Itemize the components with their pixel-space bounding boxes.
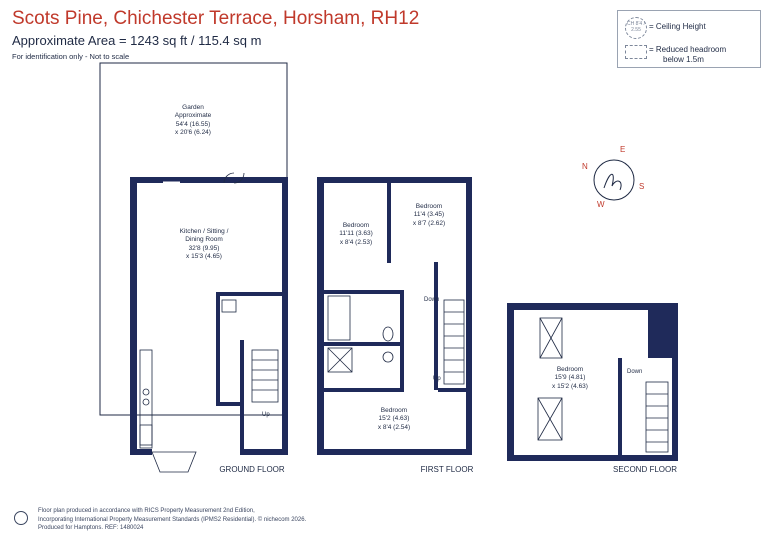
first-floor-walls [317,177,472,455]
page-title: Scots Pine, Chichester Terrace, Horsham,… [12,8,420,29]
first-floor-label: FIRST FLOOR [420,465,474,474]
compass-south: S [639,182,645,191]
garden-label: Garden Approximate 54'4 (16.55) x 20'6 (… [174,104,212,137]
compass-rose [593,159,635,201]
footer-note: Floor plan produced in accordance with R… [38,508,307,532]
compass-north: N [582,162,588,171]
second-floor-details [537,317,669,453]
bedroom-2-label: Bedroom 11'4 (3.45) x 8'7 (2.62) [412,203,446,227]
second-floor-label: SECOND FLOOR [612,465,678,474]
legend: CH 8'4 / 2.55 = Ceiling Height = Reduced… [617,10,761,68]
first-floor-details [327,295,465,385]
bedroom-4-label: Bedroom 15'9 (4.81) x 15'2 (4.63) [552,366,588,390]
ceiling-height-label: = Ceiling Height [649,22,706,31]
stairs-down-second: Down [627,369,643,375]
stairs-up-ground: Up [262,412,270,418]
ceiling-height-icon: CH 8'4 / 2.55 [625,17,647,39]
ground-floor-label: GROUND FLOOR [219,465,285,474]
stairs-down-first: Down [424,297,440,303]
second-floor-walls [507,303,678,461]
approximate-area: Approximate Area = 1243 sq ft / 115.4 sq… [12,33,262,48]
reduced-headroom-icon [625,45,647,59]
bedroom-1-label: Bedroom 11'11 (3.63) x 8'4 (2.53) [339,222,373,246]
ground-floor-details [139,172,279,473]
compass-east: E [620,145,626,154]
scale-note: For identification only - Not to scale [12,52,130,61]
nichecom-logo-icon [14,511,28,525]
compass-west: W [597,200,605,209]
reduced-headroom-label: = Reduced headroom below 1.5m [649,45,727,64]
ground-floor-walls [130,177,288,455]
stairs-up-first: Up [433,376,441,382]
kitchen-label: Kitchen / Sitting / Dining Room 32'8 (9.… [179,228,229,261]
bedroom-3-label: Bedroom 15'2 (4.63) x 8'4 (2.54) [377,407,411,431]
